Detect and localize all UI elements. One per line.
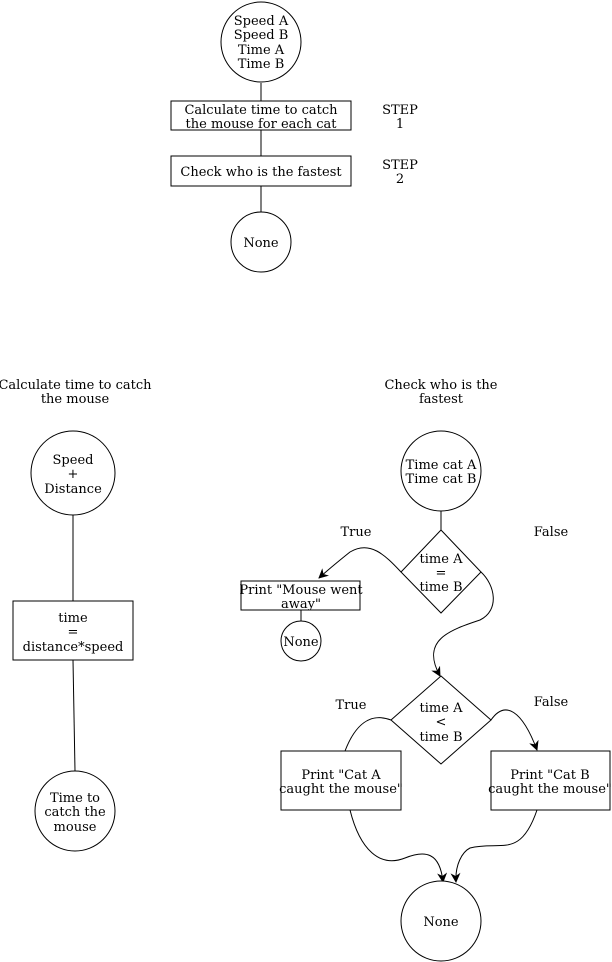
node-label: caught the mouse"	[488, 782, 612, 797]
node-label: Print "Mouse went	[239, 583, 363, 598]
process-formula	[12, 600, 134, 661]
node-label: Speed B	[234, 28, 289, 43]
step-labels: STEP 1 STEP 2	[382, 103, 418, 187]
section-title-check: fastest	[419, 392, 464, 407]
node-label: time A	[420, 552, 464, 567]
print-cat-a	[280, 750, 402, 811]
section-title-calc: Calculate time to catch	[0, 378, 152, 393]
node-label: time A	[420, 701, 464, 716]
node-label: Check who is the fastest	[180, 165, 342, 180]
process-check-fastest	[170, 155, 352, 187]
node-label: Time cat A	[406, 458, 477, 473]
edge-eq-true-to-print-away	[318, 547, 402, 579]
print-cat-b	[490, 750, 611, 811]
node-label: distance*speed	[23, 640, 124, 655]
edge-lt-true-to-print-a	[344, 717, 392, 752]
print-mouse-went-away	[240, 580, 361, 611]
node-label: <	[436, 715, 447, 730]
node-label: =	[436, 566, 447, 581]
step-label-1: STEP	[382, 103, 418, 118]
edge-eq-false-to-lt	[431, 571, 494, 677]
decision-less-than	[390, 675, 492, 765]
branch-label-false: False	[534, 525, 569, 540]
node-label: Time A	[238, 43, 285, 58]
node-label: Time to	[50, 791, 100, 806]
edge-print-b-to-end	[450, 809, 538, 883]
node-label: caught the mouse"	[279, 782, 403, 797]
node-label: catch the	[44, 805, 106, 820]
edge-lt-false-to-print-b	[490, 709, 539, 751]
input-node-speed-distance	[30, 430, 116, 516]
process-calc-time	[170, 100, 352, 131]
node-label: Time B	[238, 57, 285, 72]
node-label: Distance	[44, 482, 102, 497]
node-label: Time cat B	[406, 472, 477, 487]
branch-label-true: True	[341, 525, 372, 540]
node-label: =	[68, 625, 79, 640]
node-label: Speed A	[234, 14, 289, 29]
node-label: time	[58, 611, 88, 626]
decision-equal	[400, 529, 482, 614]
input-node-time-cats	[400, 430, 482, 512]
end-node-final	[400, 880, 482, 962]
section-title-calc: the mouse	[41, 392, 110, 407]
node-label: Print "Cat A	[301, 768, 381, 783]
end-node-main	[230, 211, 292, 273]
step-label-2: STEP	[382, 158, 418, 173]
connectors	[72, 83, 539, 883]
node-label: Calculate time to catch	[184, 103, 338, 118]
node-label: None	[243, 236, 279, 251]
edge-formula-to-output	[72, 659, 76, 772]
node-label: Print "Cat B	[510, 768, 589, 783]
step-label-2: 2	[396, 172, 404, 187]
node-labels: Speed A Speed B Time A Time B Calculate …	[23, 14, 612, 930]
node-label: None	[423, 915, 459, 930]
node-label: away"	[281, 597, 321, 612]
section-title-check: Check who is the	[384, 378, 497, 393]
branch-label-false: False	[534, 695, 569, 710]
node-label: time B	[419, 580, 462, 595]
end-node-away	[280, 620, 322, 662]
node-label: mouse	[54, 820, 97, 835]
node-label: the mouse for each cat	[186, 117, 338, 132]
shapes	[12, 1, 611, 962]
output-node-time	[34, 770, 116, 852]
node-label: Speed	[53, 453, 94, 468]
node-label: time B	[419, 730, 462, 745]
step-label-1: 1	[396, 117, 404, 132]
branch-label-true: True	[336, 698, 367, 713]
node-label: +	[68, 467, 79, 482]
node-label: None	[283, 635, 319, 650]
section-titles: Calculate time to catch the mouse Check …	[0, 378, 498, 407]
input-node-speeds-times	[220, 1, 302, 83]
edge-print-a-to-end	[349, 809, 448, 883]
branch-labels: True False True False	[336, 525, 569, 713]
